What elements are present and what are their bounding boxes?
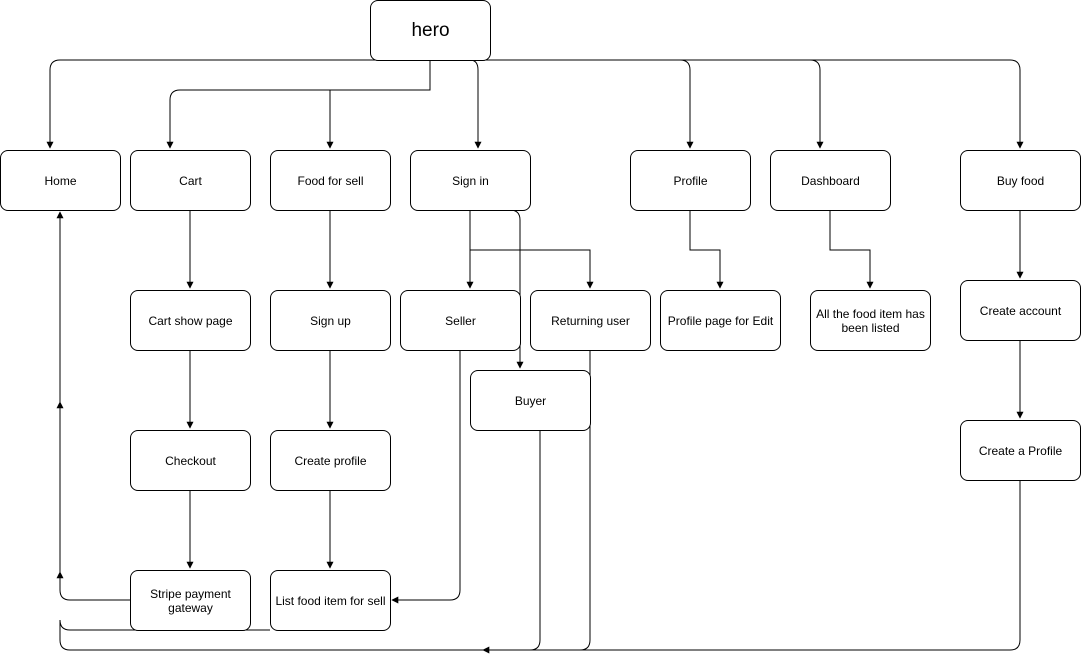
node-hero[interactable]: hero [370,0,491,61]
edge-hero-bus-right [430,59,1024,149]
node-buy-food[interactable]: Buy food [960,150,1081,211]
node-checkout[interactable]: Checkout [130,430,251,491]
edge-buyer-bottom [529,430,541,651]
edge-hero-signin [469,59,482,149]
edge-hero-dashboard [809,59,824,149]
edge-profile-edit [689,210,724,289]
edge-hero-cart [166,60,431,149]
node-create-profile[interactable]: Create profile [270,430,391,491]
edge-seller-list [391,350,461,604]
node-profile-page-for-edit[interactable]: Profile page for Edit [660,290,781,351]
node-profile[interactable]: Profile [630,150,751,211]
node-sign-up[interactable]: Sign up [270,290,391,351]
node-cart-show-page[interactable]: Cart show page [130,290,251,351]
edge-hero-home [46,59,430,149]
node-sign-in[interactable]: Sign in [410,150,531,211]
edge-stripe-home [56,211,130,601]
node-buyer[interactable]: Buyer [470,370,591,431]
edge-dashboard-listed [829,210,874,289]
node-cart[interactable]: Cart [130,150,251,211]
node-create-account[interactable]: Create account [960,280,1081,341]
node-stripe-payment-gateway[interactable]: Stripe payment gateway [130,570,251,631]
node-returning-user[interactable]: Returning user [530,290,651,351]
edge-hero-profile [679,59,694,149]
edge-returning-bottom [579,350,591,651]
node-home[interactable]: Home [0,150,121,211]
node-list-food-item-for-sell[interactable]: List food item for sell [270,570,391,631]
node-create-a-profile[interactable]: Create a Profile [960,420,1081,481]
edge-signin-returning [470,249,594,289]
node-food-for-sell[interactable]: Food for sell [270,150,391,211]
node-all-food-listed[interactable]: All the food item has been listed [810,290,931,351]
node-dashboard[interactable]: Dashboard [770,150,891,211]
node-seller[interactable]: Seller [400,290,521,351]
edge-createaprofile-bottom [482,480,1021,654]
edge-bottom-to-home [59,620,483,651]
